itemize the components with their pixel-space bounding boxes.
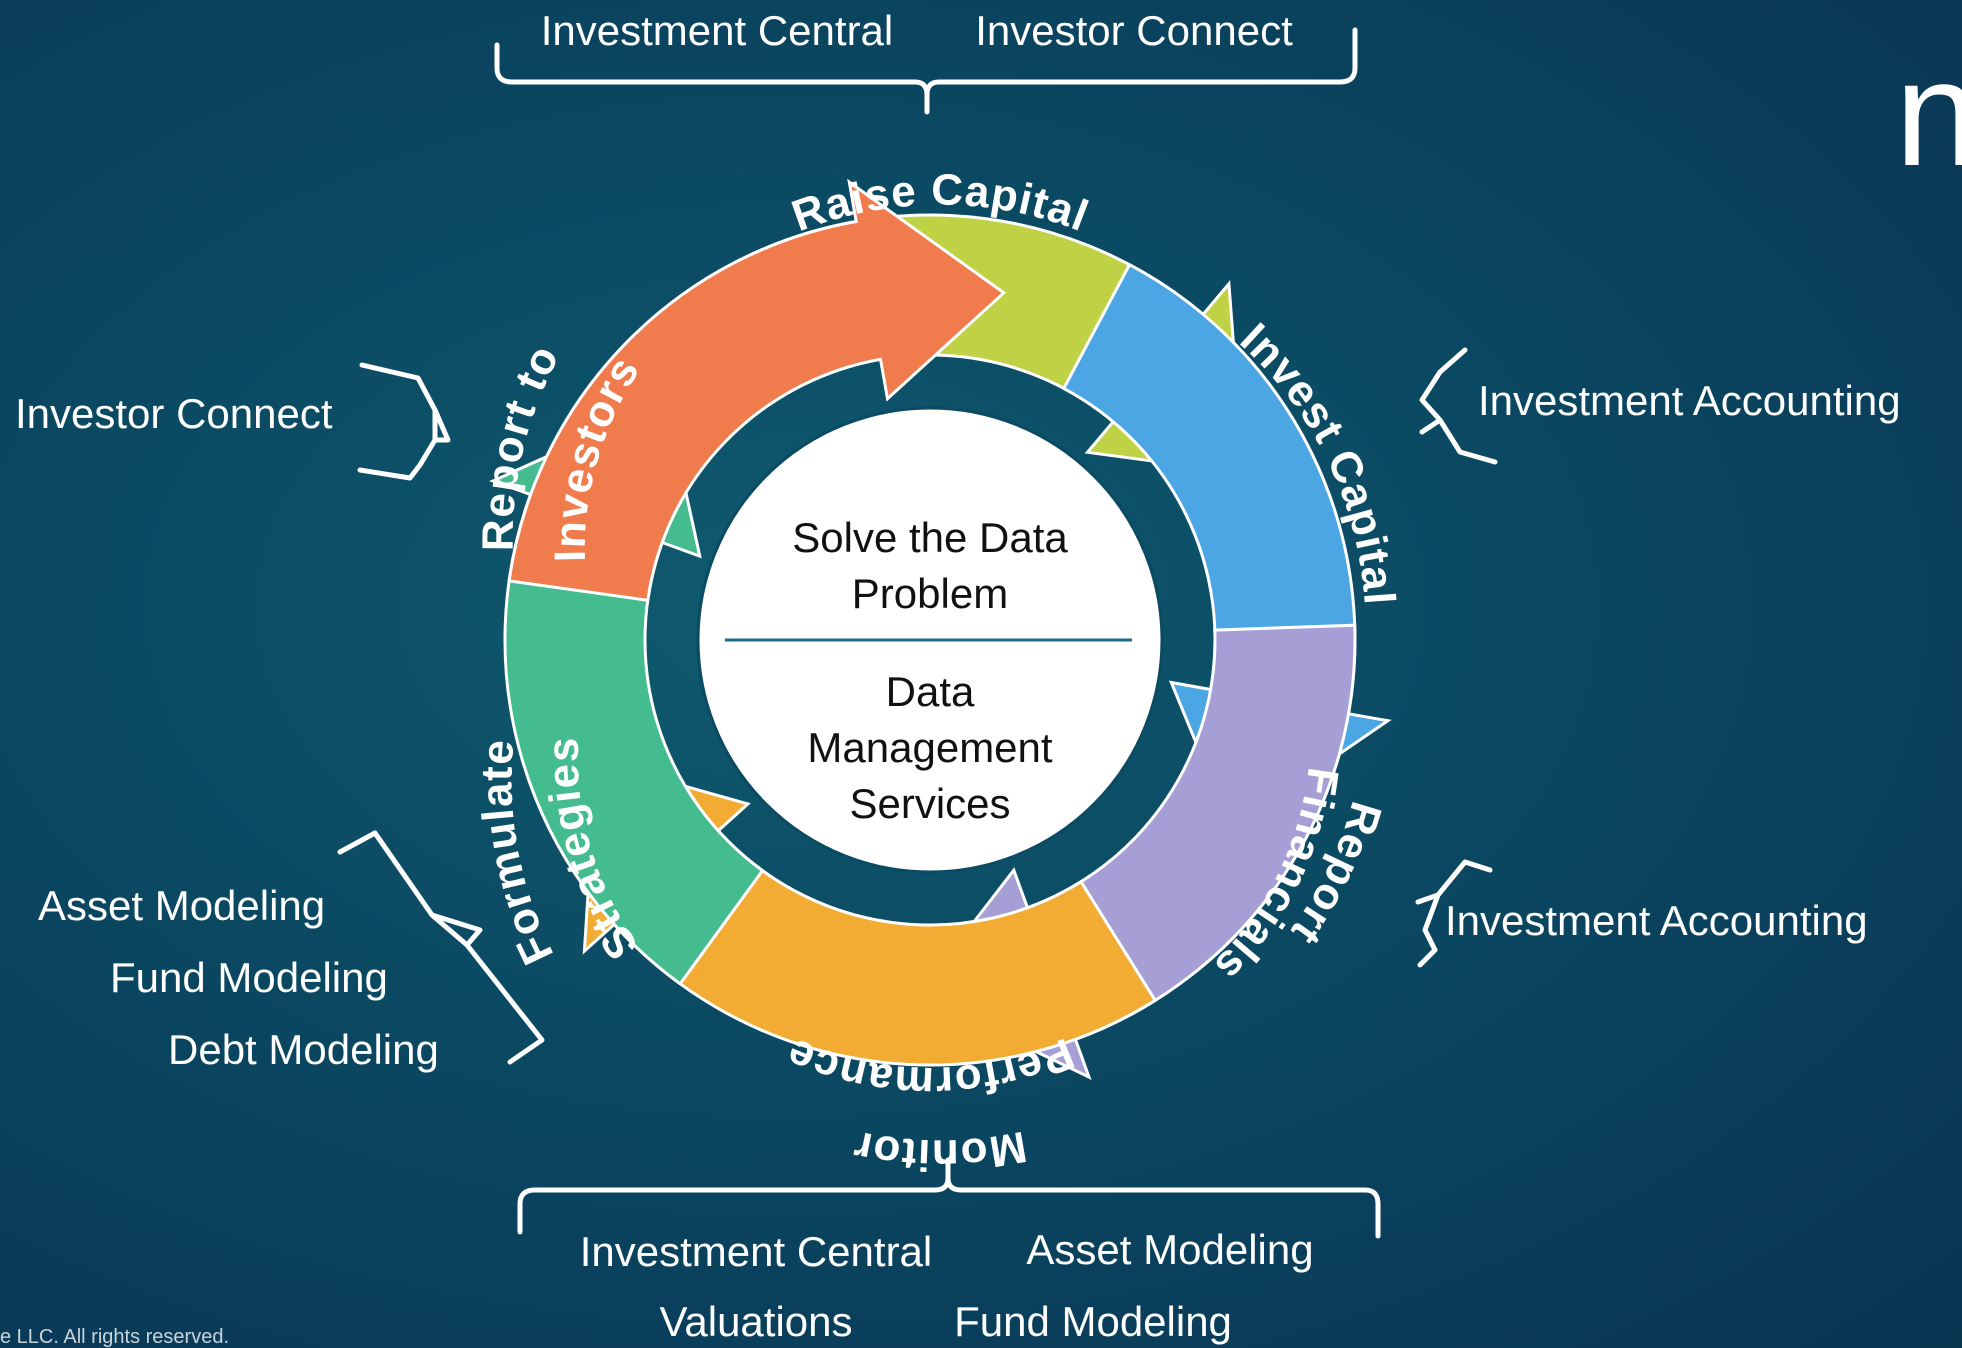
label-top-investor-connect: Investor Connect xyxy=(975,7,1293,54)
brace-right-upper xyxy=(1419,347,1498,465)
brace-top xyxy=(494,27,1358,115)
center-bottom-line2: Management xyxy=(807,724,1052,771)
segment-label-monitor-1: Monitor xyxy=(849,1121,1030,1179)
label-left-asset-modeling: Asset Modeling xyxy=(38,882,325,929)
label-left-investor-connect: Investor Connect xyxy=(15,390,333,437)
label-left-fund-modeling: Fund Modeling xyxy=(110,954,388,1001)
copyright-text: e LLC. All rights reserved. xyxy=(0,1326,229,1348)
label-right-upper-investment-accounting: Investment Accounting xyxy=(1478,377,1901,424)
logo-partial: n xyxy=(1895,29,1962,197)
label-right-lower-investment-accounting: Investment Accounting xyxy=(1445,897,1868,944)
brace-left-upper xyxy=(357,362,451,481)
brace-right-lower xyxy=(1415,859,1493,968)
label-bottom-valuations: Valuations xyxy=(659,1298,852,1345)
brace-left-lower xyxy=(337,830,545,1065)
center-bottom-line1: Data xyxy=(886,668,975,715)
label-bottom-fund-modeling: Fund Modeling xyxy=(954,1298,1232,1345)
label-left-debt-modeling: Debt Modeling xyxy=(168,1026,439,1073)
brace-bottom xyxy=(517,1157,1381,1239)
label-bottom-investment-central: Investment Central xyxy=(580,1228,933,1275)
label-bottom-asset-modeling: Asset Modeling xyxy=(1026,1226,1313,1273)
segment-report-to-investors xyxy=(507,178,1007,602)
center-bottom-line3: Services xyxy=(849,780,1010,827)
center-top-line1: Solve the Data xyxy=(792,514,1068,561)
center-top-line2: Problem xyxy=(852,570,1008,617)
label-top-investment-central: Investment Central xyxy=(541,7,894,54)
